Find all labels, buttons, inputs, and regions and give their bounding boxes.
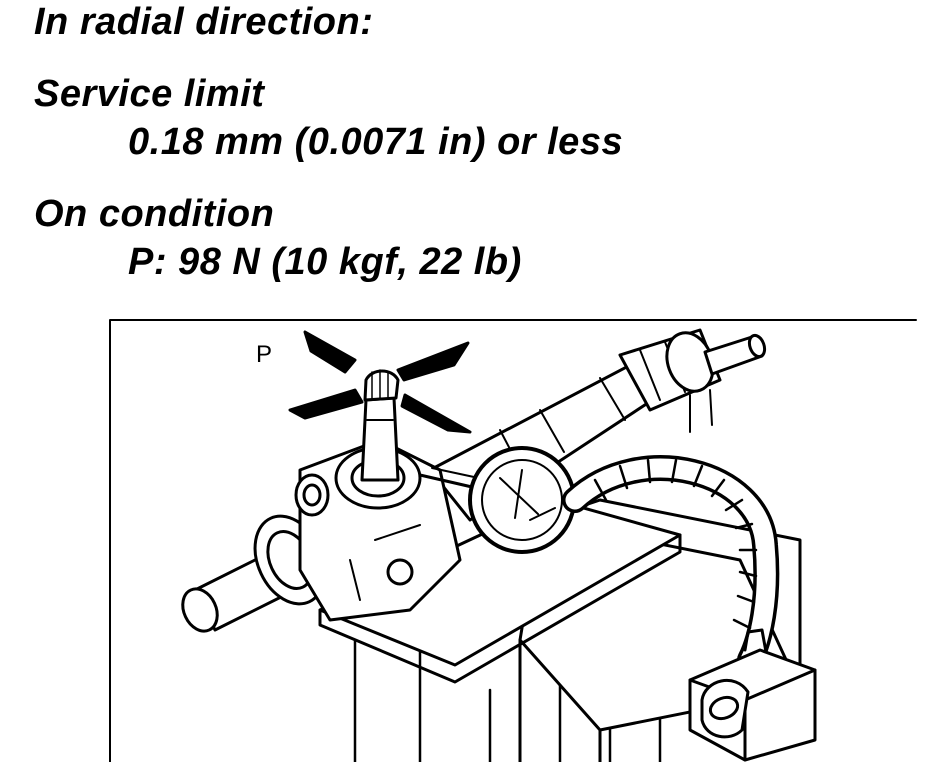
arrow-up-left bbox=[303, 330, 357, 374]
heading-radial-direction: In radial direction: bbox=[34, 1, 374, 43]
pinion-shaft bbox=[360, 396, 400, 482]
arrow-down-left bbox=[288, 388, 364, 420]
vise-body bbox=[353, 638, 662, 762]
arrow-up-right bbox=[396, 341, 470, 382]
service-limit-value: 0.18 mm (0.0071 in) or less bbox=[128, 121, 624, 163]
condition-label: On condition bbox=[34, 193, 275, 235]
force-label-p: P bbox=[256, 341, 272, 368]
figure-frame bbox=[109, 319, 917, 762]
condition-value: P: 98 N (10 kgf, 22 lb) bbox=[128, 241, 522, 283]
service-limit-label: Service limit bbox=[34, 73, 265, 115]
arrow-down-right bbox=[400, 393, 472, 434]
